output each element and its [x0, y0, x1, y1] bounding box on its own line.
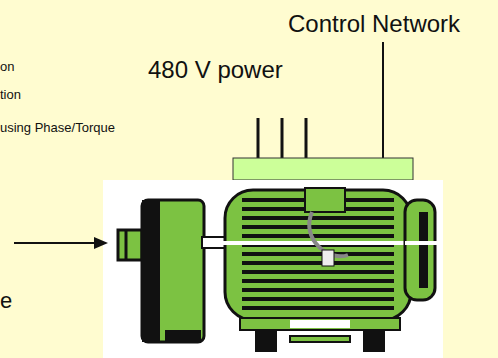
motor-feet — [240, 318, 400, 352]
input-arrow — [14, 237, 108, 249]
power-wires — [258, 118, 306, 158]
terminal-bar — [233, 158, 413, 180]
coupling — [118, 230, 142, 260]
gearbox — [142, 200, 204, 342]
conduit-box — [305, 188, 348, 266]
feature-note: tion — [0, 88, 21, 101]
feature-note: using Phase/Torque — [0, 121, 115, 134]
side-note: e — [0, 290, 12, 312]
end-cap — [405, 200, 441, 300]
feature-note: on — [0, 60, 14, 73]
power-label: 480 V power — [148, 58, 283, 82]
network-line — [382, 42, 384, 158]
picture-ground — [103, 180, 443, 358]
network-label: Control Network — [288, 12, 460, 36]
